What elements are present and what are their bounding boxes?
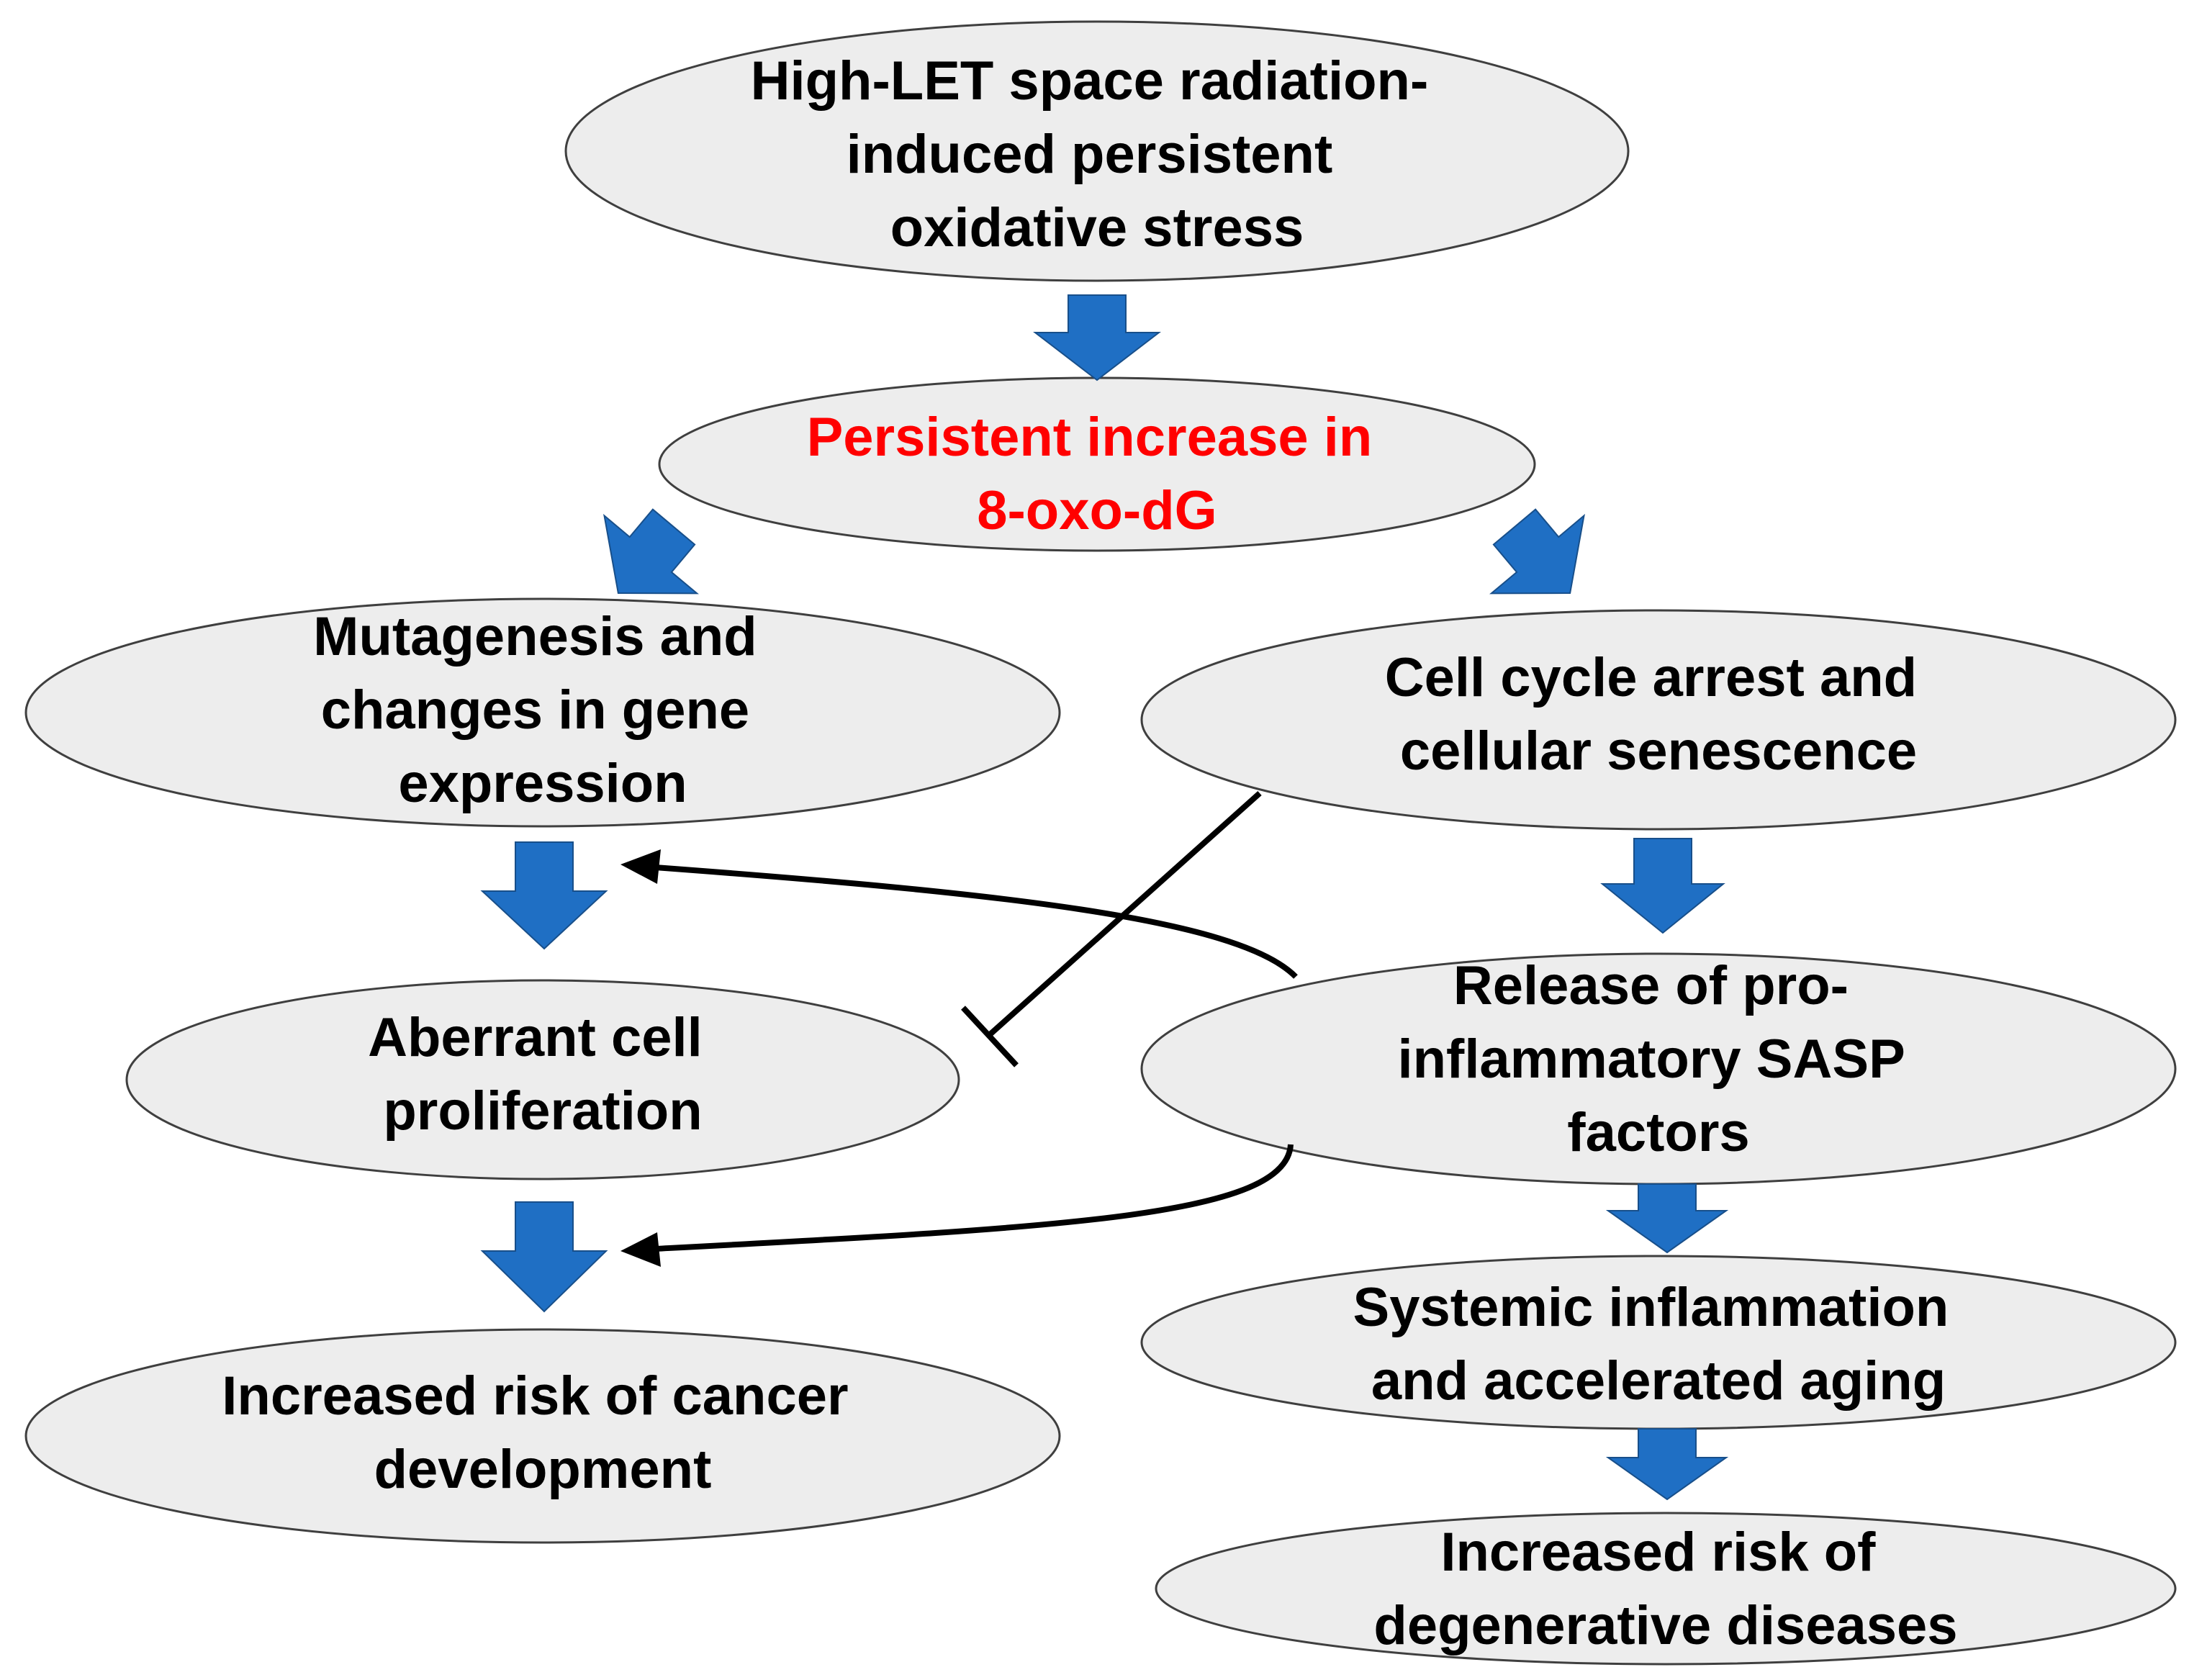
svg-text:Increased risk of cancer: Increased risk of cancer development [222,1365,863,1500]
node-sasp-line-3: factors [1567,1102,1749,1163]
node-systemic-line-2: and accelerated aging [1371,1350,1946,1412]
node-radiation: High-LET space radiation- induced persis… [564,20,1630,282]
svg-text:Persistent increase in 8: Persistent increase in 8-oxo-dG [807,407,1388,541]
node-mutagenesis: Mutagenesis and changes in gene expressi… [24,597,1061,828]
arrow-mutagenesis-to-aberrant [480,841,608,950]
arrow-cell-cycle-to-sasp [1600,838,1725,934]
svg-text:Cell cycle arrest and ce: Cell cycle arrest and cellular senescenc… [1385,647,1932,782]
node-aberrant-line-1: Aberrant cell [368,1007,703,1068]
node-sasp-line-1: Release of pro- [1453,955,1849,1016]
svg-text:Mutagenesis and changes: Mutagenesis and changes in gene expressi… [313,606,772,814]
svg-text:Release of pro- inflamma: Release of pro- inflammatory SASP factor… [1397,955,1919,1163]
node-degenerative-line-1: Increased risk of [1440,1522,1876,1583]
connector-sasp-to-mutagenesis [620,849,1298,979]
node-cancer-line-2: development [374,1439,712,1500]
node-oxo-dg-line-1: Persistent increase in [807,407,1373,468]
node-radiation-line-2: induced persistent [847,124,1333,185]
node-sasp-line-2: inflammatory SASP [1397,1029,1904,1090]
svg-text:Systemic inflammation an: Systemic inflammation and accelerated ag… [1353,1277,1964,1412]
arrow-sasp-to-systemic [1605,1183,1729,1254]
node-degenerative-line-2: degenerative diseases [1373,1595,1957,1656]
node-oxo-dg-line-2: 8-oxo-dG [977,480,1217,541]
node-radiation-line-3: oxidative stress [890,197,1304,258]
svg-text:High-LET space radiation-: High-LET space radiation- induced persis… [751,50,1444,258]
arrow-aberrant-to-cancer [480,1201,608,1313]
node-cell-cycle-line-2: cellular senescence [1400,721,1917,782]
node-cancer: Increased risk of cancer development [24,1328,1061,1544]
node-aberrant-line-2: proliferation [383,1080,702,1142]
node-aberrant: Aberrant cell proliferation [125,979,960,1180]
connector-sasp-to-cancer [620,1144,1294,1267]
svg-text:Increased risk of degene: Increased risk of degenerative diseases [1373,1522,1957,1656]
node-cell-cycle: Cell cycle arrest and cellular senescenc… [1140,609,2177,831]
arrow-systemic-to-degenerative [1605,1428,1729,1501]
arrow-oxo-dg-to-cell-cycle [1489,508,1585,595]
node-degenerative: Increased risk of degenerative diseases [1155,1512,2177,1666]
arrow-radiation-to-oxo-dg [1033,294,1161,381]
node-mutagenesis-line-2: changes in gene [321,679,750,741]
svg-text:Aberrant cell proliferat: Aberrant cell proliferation [368,1007,718,1142]
node-cancer-line-1: Increased risk of cancer [222,1365,848,1427]
arrow-oxo-dg-to-mutagenesis [603,508,699,595]
node-systemic: Systemic inflammation and accelerated ag… [1140,1255,2177,1430]
node-cell-cycle-line-1: Cell cycle arrest and [1385,647,1917,708]
node-systemic-line-1: Systemic inflammation [1353,1277,1949,1338]
node-mutagenesis-line-1: Mutagenesis and [313,606,757,667]
node-mutagenesis-line-3: expression [398,753,687,814]
node-sasp: Release of pro- inflammatory SASP factor… [1140,952,2177,1186]
node-radiation-line-1: High-LET space radiation- [751,50,1429,112]
node-oxo-dg: Persistent increase in 8-oxo-dG [658,376,1536,552]
